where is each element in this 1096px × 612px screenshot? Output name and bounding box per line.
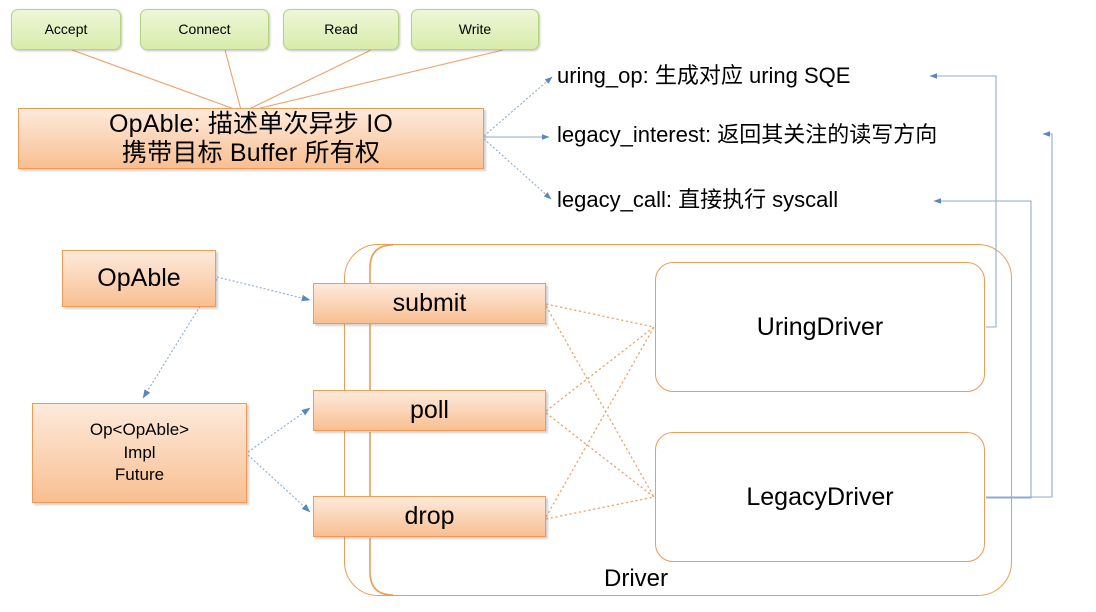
- method-box-submit[interactable]: submit: [313, 283, 546, 324]
- method-label: submit: [392, 289, 467, 318]
- op-kind-label: Accept: [44, 21, 88, 38]
- opable-trait-box[interactable]: OpAble: 描述单次异步 IO 携带目标 Buffer 所有权: [18, 108, 484, 169]
- trait-method-legacy-interest: legacy_interest: 返回其关注的读写方向: [557, 124, 937, 146]
- method-box-poll[interactable]: poll: [313, 390, 546, 431]
- trait-method-label: uring_op: 生成对应 uring SQE: [557, 63, 851, 88]
- uring-driver-label: UringDriver: [756, 312, 884, 341]
- op-impl-line-1: Op<OpAble>: [89, 419, 190, 439]
- driver-group-label: Driver: [604, 565, 668, 593]
- driver-group-label-text: Driver: [604, 565, 668, 592]
- op-impl-line-2: Impl: [123, 442, 156, 462]
- op-kind-label: Write: [458, 21, 492, 38]
- opable-box[interactable]: OpAble: [62, 250, 216, 307]
- opable-trait-line-1: OpAble: 描述单次异步 IO: [108, 109, 394, 138]
- trait-method-label: legacy_interest: 返回其关注的读写方向: [557, 122, 938, 147]
- op-impl-line-3: Future: [114, 465, 165, 485]
- opable-box-label: OpAble: [97, 264, 181, 293]
- op-kind-label: Read: [324, 21, 358, 38]
- trait-method-label: legacy_call: 直接执行 syscall: [557, 187, 839, 212]
- edges-ops-to-opable: [71, 49, 504, 111]
- legacy-driver-label: LegacyDriver: [746, 482, 894, 511]
- method-label: poll: [410, 396, 449, 425]
- op-kind-read[interactable]: Read: [283, 9, 399, 50]
- method-label: drop: [404, 502, 455, 531]
- op-kind-accept[interactable]: Accept: [11, 9, 121, 50]
- edges-opable-to-methods: [483, 76, 553, 200]
- op-impl-future-box[interactable]: Op<OpAble> Impl Future: [32, 403, 247, 503]
- opable-trait-line-2: 携带目标 Buffer 所有权: [121, 138, 381, 167]
- method-box-drop[interactable]: drop: [313, 496, 546, 537]
- uring-driver-card[interactable]: UringDriver: [655, 262, 985, 392]
- op-kind-connect[interactable]: Connect: [140, 9, 269, 50]
- op-kind-write[interactable]: Write: [411, 9, 539, 50]
- legacy-driver-card[interactable]: LegacyDriver: [655, 432, 985, 562]
- trait-method-uring-op: uring_op: 生成对应 uring SQE: [557, 65, 850, 87]
- op-kind-label: Connect: [178, 21, 231, 38]
- trait-method-legacy-call: legacy_call: 直接执行 syscall: [557, 189, 838, 211]
